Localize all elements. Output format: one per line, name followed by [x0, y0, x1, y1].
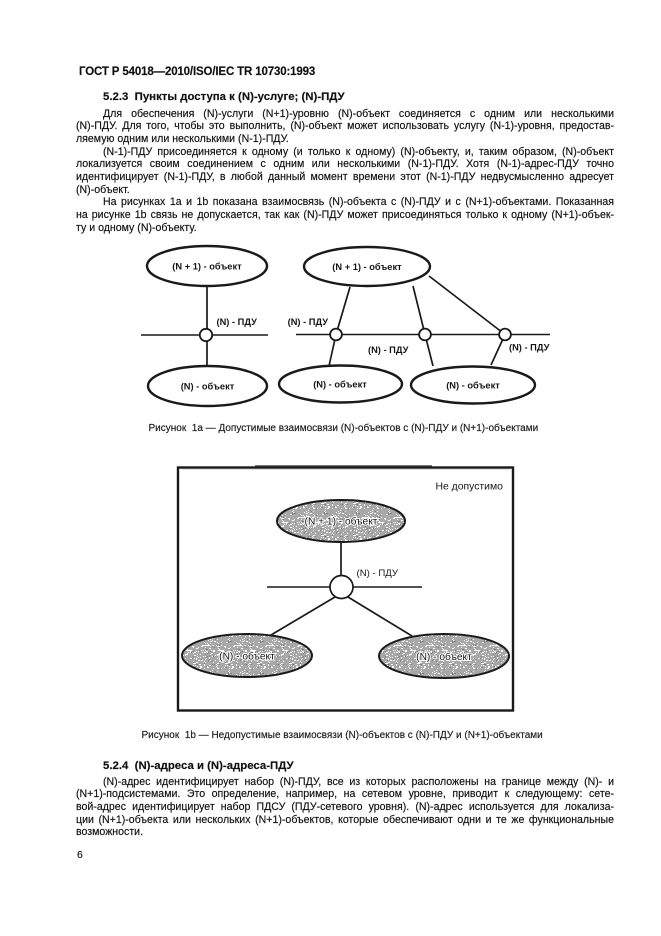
- svg-text:(N + 1) - объект: (N + 1) - объект: [172, 262, 242, 272]
- svg-text:(N) - ПДУ: (N) - ПДУ: [509, 343, 550, 353]
- svg-text:(N) - объект: (N) - объект: [313, 380, 367, 390]
- svg-text:(N + 1) - объект: (N + 1) - объект: [332, 262, 402, 272]
- svg-text:Не допустимо: Не допустимо: [436, 482, 504, 493]
- svg-text:(N) - объект: (N) - объект: [181, 382, 235, 392]
- svg-text:(N) - объект: (N) - объект: [219, 651, 275, 663]
- svg-text:(N) - объект: (N) - объект: [416, 651, 472, 663]
- svg-text:(N) - ПДУ: (N) - ПДУ: [217, 317, 258, 327]
- svg-text:(N + 1) - объект: (N + 1) - объект: [305, 516, 378, 528]
- svg-text:(N) - объект: (N) - объект: [446, 381, 500, 391]
- svg-text:(N) - ПДУ: (N) - ПДУ: [357, 568, 399, 579]
- svg-text:(N) - ПДУ: (N) - ПДУ: [368, 345, 409, 355]
- svg-text:(N) - ПДУ: (N) - ПДУ: [288, 317, 329, 327]
